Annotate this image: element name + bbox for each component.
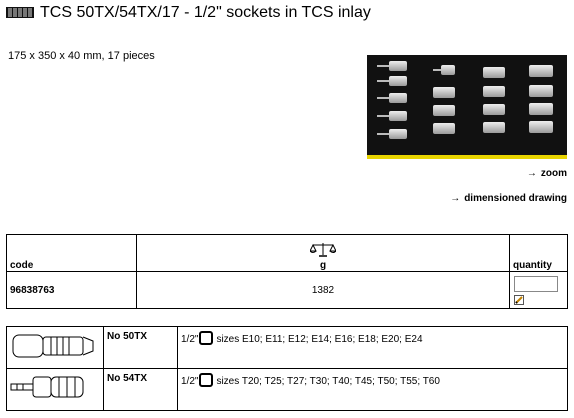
- bit-stem: [377, 115, 389, 117]
- page-title: TCS 50TX/54TX/17 - 1/2" sockets in TCS i…: [40, 4, 371, 21]
- product-code: 96838763: [10, 284, 55, 296]
- bit-stem: [377, 80, 389, 82]
- item-name-label: No 50TX: [107, 331, 148, 342]
- socket: [441, 65, 455, 75]
- bit-stem: [377, 65, 389, 67]
- socket: [483, 67, 505, 78]
- product-specs: 175 x 350 x 40 mm, 17 pieces: [8, 50, 155, 62]
- arrow-icon: →: [450, 193, 461, 204]
- socket: [389, 129, 407, 139]
- bit-stem: [377, 97, 389, 99]
- socket: [529, 103, 553, 115]
- scale-icon: [310, 243, 336, 257]
- socket: [529, 85, 553, 97]
- weight-header: g: [136, 234, 510, 272]
- item-sizes: sizes E10; E11; E12; E14; E16; E18; E20;…: [216, 334, 423, 345]
- item-row: No 54TX 1/2" sizes T20; T25; T27; T30; T4…: [6, 368, 568, 411]
- zoom-link[interactable]: →zoom: [527, 168, 567, 179]
- quantity-input[interactable]: [514, 276, 558, 292]
- item-description: 1/2" sizes T20; T25; T27; T30; T40; T45; …: [177, 368, 568, 411]
- square-drive-icon: [199, 331, 214, 345]
- items-table: No 50TX 1/2" sizes E10; E11; E12; E14; E1…: [6, 326, 568, 411]
- code-header-label: code: [10, 260, 34, 271]
- weight-header-label: g: [319, 260, 327, 271]
- drive-size: 1/2": [181, 334, 199, 345]
- item-name-label: No 54TX: [107, 373, 148, 384]
- socket: [483, 104, 505, 115]
- dimensioned-drawing-link-label: dimensioned drawing: [464, 193, 567, 204]
- item-row: No 50TX 1/2" sizes E10; E11; E12; E14; E1…: [6, 326, 568, 369]
- item-name: No 50TX: [103, 326, 178, 369]
- zoom-link-label: zoom: [540, 168, 567, 179]
- edit-icon[interactable]: [514, 295, 524, 305]
- dimensioned-drawing-link[interactable]: →dimensioned drawing: [450, 193, 567, 204]
- bit-stem: [433, 69, 441, 71]
- socket: [483, 86, 505, 97]
- arrow-icon: →: [526, 168, 537, 179]
- product-image[interactable]: [367, 55, 567, 159]
- item-image: [6, 368, 104, 411]
- socket: [433, 123, 455, 134]
- drive-size: 1/2": [181, 376, 199, 387]
- item-description: 1/2" sizes E10; E11; E12; E14; E16; E18; …: [177, 326, 568, 369]
- order-table: code g quantity 96838763 1382: [6, 234, 568, 309]
- quantity-header-label: quantity: [513, 260, 552, 271]
- socket: [433, 105, 455, 116]
- socket-image: [12, 334, 94, 358]
- socket: [529, 121, 553, 133]
- socket: [389, 76, 407, 86]
- socket: [433, 87, 455, 98]
- product-weight: 1382: [311, 284, 335, 296]
- bit-socket-image: [10, 376, 84, 398]
- quantity-cell: [509, 271, 568, 309]
- socket: [389, 93, 407, 103]
- code-header: code: [6, 234, 137, 272]
- socket: [529, 65, 553, 77]
- weight-cell: 1382: [136, 271, 510, 309]
- item-name: No 54TX: [103, 368, 178, 411]
- socket: [483, 122, 505, 133]
- code-cell: 96838763: [6, 271, 137, 309]
- socket: [389, 61, 407, 71]
- bit-stem: [377, 133, 389, 135]
- item-sizes: sizes T20; T25; T27; T30; T40; T45; T50;…: [216, 376, 440, 387]
- quantity-header: quantity: [509, 234, 568, 272]
- socket: [389, 111, 407, 121]
- toolbox-icon: [6, 7, 34, 18]
- square-drive-icon: [199, 373, 214, 387]
- item-image: [6, 326, 104, 369]
